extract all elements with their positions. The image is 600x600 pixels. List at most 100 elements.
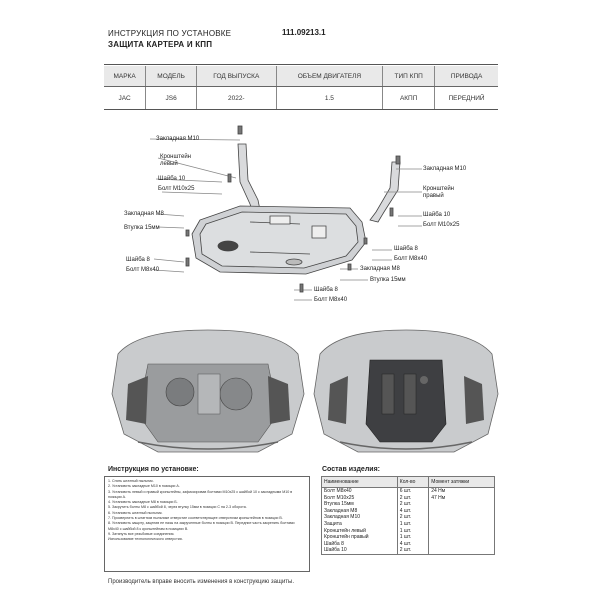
component-name: Болт М8х40 <box>321 487 398 495</box>
components-header-row: Наименование Кол-во Момент затяжки <box>321 476 495 488</box>
instruction-step: 7. Просверлить в штатном пыльнике отверс… <box>108 516 283 521</box>
instructions-title: Инструкция по установке: <box>108 466 199 473</box>
exploded-assembly-diagram <box>149 125 422 301</box>
component-name: Шайба 10 <box>321 547 398 555</box>
spec-cell: ПЕРЕДНИЙ <box>434 86 498 109</box>
component-torque <box>428 540 495 548</box>
spec-header-cell: МАРКА <box>104 66 146 87</box>
component-torque: 24 Нм <box>428 487 495 495</box>
component-torque <box>428 534 495 541</box>
label-zakladnaya-m8-bottom: Закладная М8 <box>360 266 400 272</box>
instruction-step: 3. Установить левый и правый кронштейны,… <box>108 489 293 499</box>
label-shaiba8-right: Шайба 8 <box>394 246 418 252</box>
product-code: 111.09213.1 <box>282 28 326 37</box>
component-qty: 1 шт. <box>396 520 430 528</box>
label-vtulka-left: Втулка 15мм <box>124 225 160 231</box>
components-table: Наименование Кол-во Момент затяжки Болт … <box>321 476 495 555</box>
label-bolt-m8-right: Болт М8х40 <box>394 256 428 262</box>
component-name: Защита <box>321 520 398 528</box>
component-qty: 2 шт. <box>396 501 430 508</box>
instruction-step: 9. Затянуть все резьбовые соединения. <box>108 531 175 536</box>
component-qty: 4 шт. <box>396 507 430 515</box>
component-qty: 2 шт. <box>396 494 430 502</box>
right-bracket-shape <box>369 161 401 223</box>
title-line-1: ИНСТРУКЦИЯ ПО УСТАНОВКЕ <box>108 29 232 38</box>
label-shaiba10-right: Шайба 10 <box>423 212 451 218</box>
component-qty: 1 шт. <box>396 534 430 541</box>
component-name: Закладная М8 <box>321 507 398 515</box>
label-shaiba8-left: Шайба 8 <box>126 257 150 263</box>
underbody-engine-illustration <box>111 329 305 453</box>
component-torque <box>428 507 495 515</box>
component-qty: 2 шт. <box>396 547 430 555</box>
left-bracket-shape <box>237 143 261 211</box>
instruction-step: 5. Закрутить болты М8 с шайбой 8, через … <box>108 505 247 510</box>
instruction-step: 6. Установить штатный пыльник. <box>108 510 163 515</box>
component-torque <box>428 527 495 535</box>
underbody-photo-before <box>108 324 308 460</box>
spec-table: МАРКА МОДЕЛЬ ГОД ВЫПУСКА ОБЪЕМ ДВИГАТЕЛЯ… <box>104 66 498 109</box>
label-zakladnaya-m10-left: Закладная М10 <box>156 136 200 142</box>
component-qty: 2 шт. <box>396 514 430 521</box>
instructions-box: 1. Снять штатный пыльник. 2. Установить … <box>104 476 310 572</box>
instruction-step: 1. Снять штатный пыльник. <box>108 479 154 483</box>
label-bolt-m10-left: Болт М10х25 <box>158 186 195 192</box>
label-zakladnaya-m8: Закладная М8 <box>124 211 164 217</box>
instruction-step: 4. Установить закладные М8 в позиции Б. <box>108 500 178 505</box>
title-line-2: ЗАЩИТА КАРТЕРА И КПП <box>108 40 213 49</box>
component-qty: 6 шт. <box>396 487 430 495</box>
component-qty: 4 шт. <box>396 540 430 548</box>
components-header-cell: Кол-во <box>396 476 430 488</box>
label-bolt-m8-left: Болт М8х40 <box>126 267 160 273</box>
spec-table-header-row: МАРКА МОДЕЛЬ ГОД ВЫПУСКА ОБЪЕМ ДВИГАТЕЛЯ… <box>104 66 498 87</box>
components-title: Состав изделия: <box>322 466 380 473</box>
spec-header-cell: ОБЪЕМ ДВИГАТЕЛЯ <box>275 66 383 87</box>
component-torque <box>428 520 495 528</box>
components-header-cell: Момент затяжки <box>428 476 495 488</box>
component-qty: 1 шт. <box>396 527 430 535</box>
components-header-cell: Наименование <box>321 476 398 488</box>
footer-note: Производитель вправе вносить изменения в… <box>108 579 295 585</box>
document-title: ИНСТРУКЦИЯ ПО УСТАНОВКЕ ЗАЩИТА КАРТЕРА И… <box>108 28 231 50</box>
underbody-photo-after <box>312 324 500 460</box>
component-torque <box>428 501 495 508</box>
component-torque: 47 Нм <box>428 494 495 502</box>
component-name: Болт М10х25 <box>321 494 398 502</box>
component-name: Закладная М10 <box>321 514 398 521</box>
spec-table-row: JAC JS6 2022- 1.5 АКПП ПЕРЕДНИЙ <box>104 86 498 109</box>
underbody-protection-illustration <box>313 329 499 453</box>
spec-cell: JAC <box>104 86 146 109</box>
label-bolt-m8-bottom: Болт М8х40 <box>314 297 348 303</box>
label-vtulka-bottom: Втулка 15мм <box>370 277 406 283</box>
spec-cell: 1.5 <box>275 86 383 109</box>
label-shaiba8-bottom: Шайба 8 <box>314 287 338 293</box>
label-kronshtein-right: Кронштейн правый <box>423 186 454 199</box>
label-zakladnaya-m10-right: Закладная М10 <box>423 166 467 172</box>
component-name: Втулка 15мм <box>321 501 398 508</box>
label-shaiba10-left: Шайба 10 <box>158 176 186 182</box>
spec-cell: JS6 <box>145 86 197 109</box>
component-torque <box>428 514 495 521</box>
label-bolt-m10-right: Болт М10х25 <box>423 222 460 228</box>
component-torque <box>428 547 495 555</box>
instruction-step: 8. Установить защиту, зацепив ее пазы на… <box>108 521 295 531</box>
spec-header-cell: ГОД ВЫПУСКА <box>196 66 277 87</box>
instruction-step: Использование технологического отверстия… <box>108 537 183 542</box>
spec-header-cell: ПРИВОДА <box>434 66 498 87</box>
instruction-step: 2. Установить закладные М10 в позиции А. <box>108 484 180 489</box>
spec-table-frame <box>104 64 498 110</box>
spec-header-cell: МОДЕЛЬ <box>145 66 197 87</box>
spec-header-cell: ТИП КПП <box>382 66 435 87</box>
component-name: Кронштейн правый <box>321 534 398 541</box>
label-kronshtein-left: Кронштейн левый <box>160 154 191 167</box>
spec-cell: 2022- <box>196 86 277 109</box>
